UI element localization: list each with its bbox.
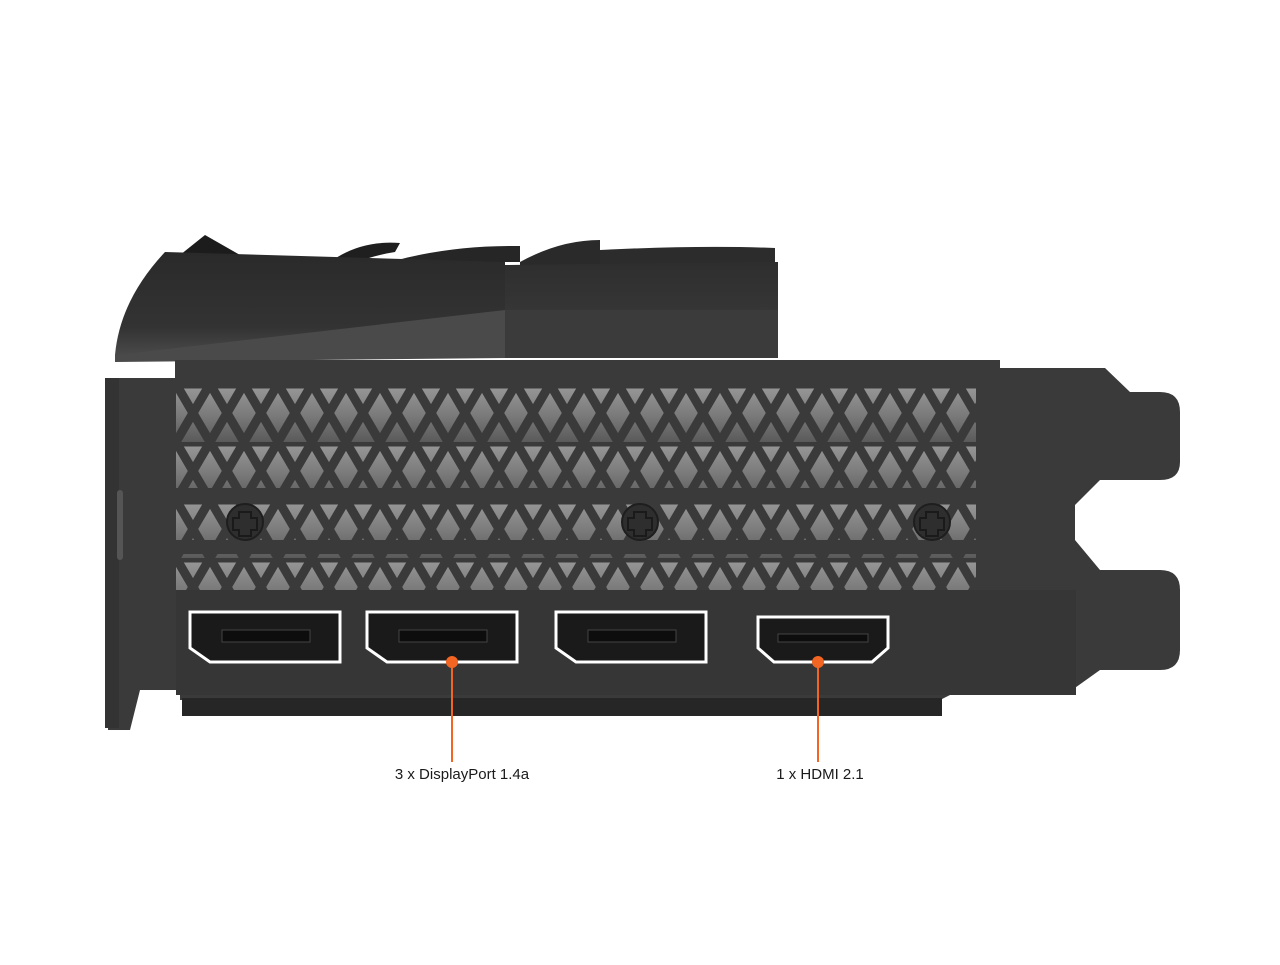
screw-icon [913, 503, 951, 541]
backplate [182, 698, 942, 716]
hdmi-port [756, 615, 890, 664]
displayport-label: 3 x DisplayPort 1.4a [394, 766, 530, 783]
screw-icon [621, 503, 659, 541]
cooler-shroud [115, 252, 778, 362]
displayport-port-2 [365, 610, 519, 664]
displayport-port-1 [188, 610, 342, 664]
screw-icon [226, 503, 264, 541]
callout-line-hdmi [817, 662, 819, 762]
io-bracket [105, 360, 1180, 730]
callout-line-displayport [451, 662, 453, 762]
hdmi-label: 1 x HDMI 2.1 [776, 766, 864, 783]
displayport-port-3 [554, 610, 708, 664]
bracket-screws [226, 503, 951, 541]
